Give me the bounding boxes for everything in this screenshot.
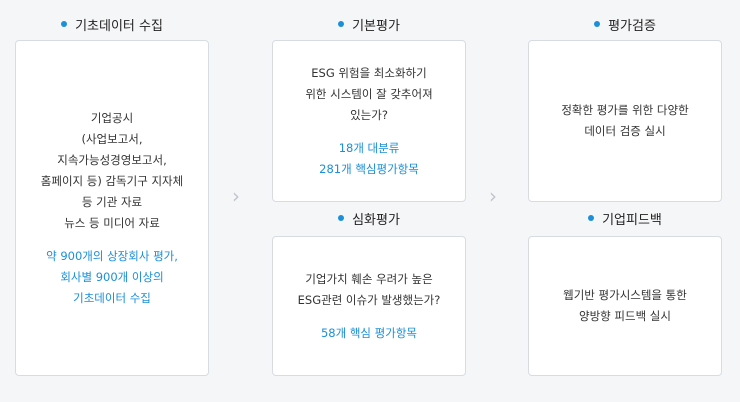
deep-card: 기업가치 훼손 우려가 높은 ESG관련 이슈가 발생했는가? 58개 핵심 평… (272, 236, 466, 376)
feedback-heading: 기업피드백 (528, 208, 722, 228)
basic-heading-text: 기본평가 (352, 18, 400, 34)
bullet-dot-icon (588, 215, 595, 221)
collection-highlight: 약 900개의 상장회사 평가, (46, 248, 178, 263)
verify-card: 정확한 평가를 위한 다양한 데이터 검증 실시 (528, 40, 722, 202)
basic-highlight: 18개 대분류 (338, 140, 400, 155)
collection-highlight: 기초데이터 수집 (73, 290, 151, 305)
bullet-dot-icon (594, 21, 601, 27)
collection-line: 홈페이지 등) 감독기구 지자체 (40, 173, 184, 188)
basic-line: ESG 위험을 최소화하기 (311, 65, 427, 80)
feedback-line: 양방향 피드백 실시 (579, 309, 671, 323)
basic-card: ESG 위험을 최소화하기 위한 시스템이 잘 갖추어져 있는가? 18개 대분… (272, 40, 466, 202)
deep-highlight: 58개 핵심 평가항목 (320, 325, 417, 340)
feedback-heading-text: 기업피드백 (602, 212, 662, 228)
verify-heading-text: 평가검증 (608, 18, 656, 34)
collection-line: 등 기관 자료 (81, 194, 143, 209)
verify-heading: 평가검증 (528, 14, 722, 34)
feedback-line: 웹기반 평가시스템을 통한 (563, 288, 687, 302)
collection-line: 기업공시 (90, 110, 134, 125)
deep-heading: 심화평가 (272, 208, 466, 228)
deep-line: ESG관련 이슈가 발생했는가? (297, 292, 441, 307)
chevron-right-icon: › (232, 184, 240, 208)
verify-line: 데이터 검증 실시 (584, 124, 666, 138)
collection-line: 뉴스 등 미디어 자료 (64, 215, 160, 230)
collection-heading-text: 기초데이터 수집 (75, 18, 163, 34)
collection-card: 기업공시 (사업보고서, 지속가능성경영보고서, 홈페이지 등) 감독기구 지자… (15, 40, 209, 376)
deep-heading-text: 심화평가 (352, 212, 400, 228)
feedback-card: 웹기반 평가시스템을 통한 양방향 피드백 실시 (528, 236, 722, 376)
chevron-right-icon: › (489, 184, 497, 208)
basic-heading: 기본평가 (272, 14, 466, 34)
deep-line: 기업가치 훼손 우려가 높은 (305, 271, 433, 286)
basic-highlight: 281개 핵심평가항목 (319, 161, 419, 176)
bullet-dot-icon (338, 215, 345, 221)
verify-line: 정확한 평가를 위한 다양한 (561, 103, 689, 117)
collection-line: (사업보고서, (81, 131, 143, 146)
bullet-dot-icon (338, 21, 345, 27)
bullet-dot-icon (61, 21, 68, 27)
collection-heading: 기초데이터 수집 (15, 14, 209, 34)
basic-line: 있는가? (350, 107, 388, 122)
collection-highlight: 회사별 900개 이상의 (60, 269, 164, 284)
collection-line: 지속가능성경영보고서, (57, 152, 167, 167)
basic-line: 위한 시스템이 잘 갖추어져 (305, 86, 433, 101)
